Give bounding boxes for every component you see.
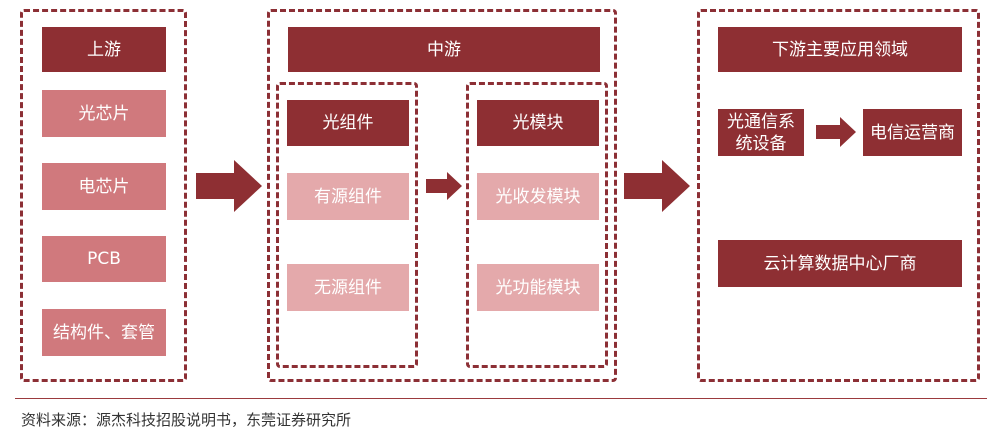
components-group [276, 82, 418, 368]
upstream-item-electrical-chip: 电芯片 [42, 163, 166, 210]
upstream-item-optical-chip: 光芯片 [42, 90, 166, 137]
optical-comm-equipment: 光通信系统设备 [718, 109, 804, 156]
passive-components: 无源组件 [287, 264, 409, 311]
arrow-equipment-to-telecom [816, 117, 856, 147]
optical-comm-equipment-label: 光通信系统设备 [727, 111, 795, 154]
downstream-panel [697, 9, 980, 382]
arrow-midstream-to-downstream [624, 160, 690, 212]
active-components: 有源组件 [287, 173, 409, 220]
upstream-header: 上游 [42, 27, 166, 72]
arrow-components-to-modules [426, 172, 462, 200]
source-note: 资料来源：源杰科技招股说明书，东莞证券研究所 [21, 411, 352, 429]
downstream-header: 下游主要应用领域 [718, 27, 962, 72]
footer-rule [15, 398, 987, 399]
upstream-item-structural-parts: 结构件、套管 [42, 309, 166, 356]
upstream-panel [20, 9, 187, 382]
modules-group [466, 82, 608, 368]
transceiver-modules: 光收发模块 [477, 173, 599, 220]
telecom-operators: 电信运营商 [863, 109, 962, 156]
functional-modules: 光功能模块 [477, 264, 599, 311]
components-header: 光组件 [287, 100, 409, 146]
upstream-item-pcb: PCB [42, 236, 166, 282]
midstream-panel [267, 9, 617, 382]
modules-header: 光模块 [477, 100, 599, 146]
arrow-upstream-to-midstream [196, 160, 262, 212]
cloud-datacenter-vendors: 云计算数据中心厂商 [718, 240, 962, 287]
midstream-header: 中游 [288, 27, 600, 72]
